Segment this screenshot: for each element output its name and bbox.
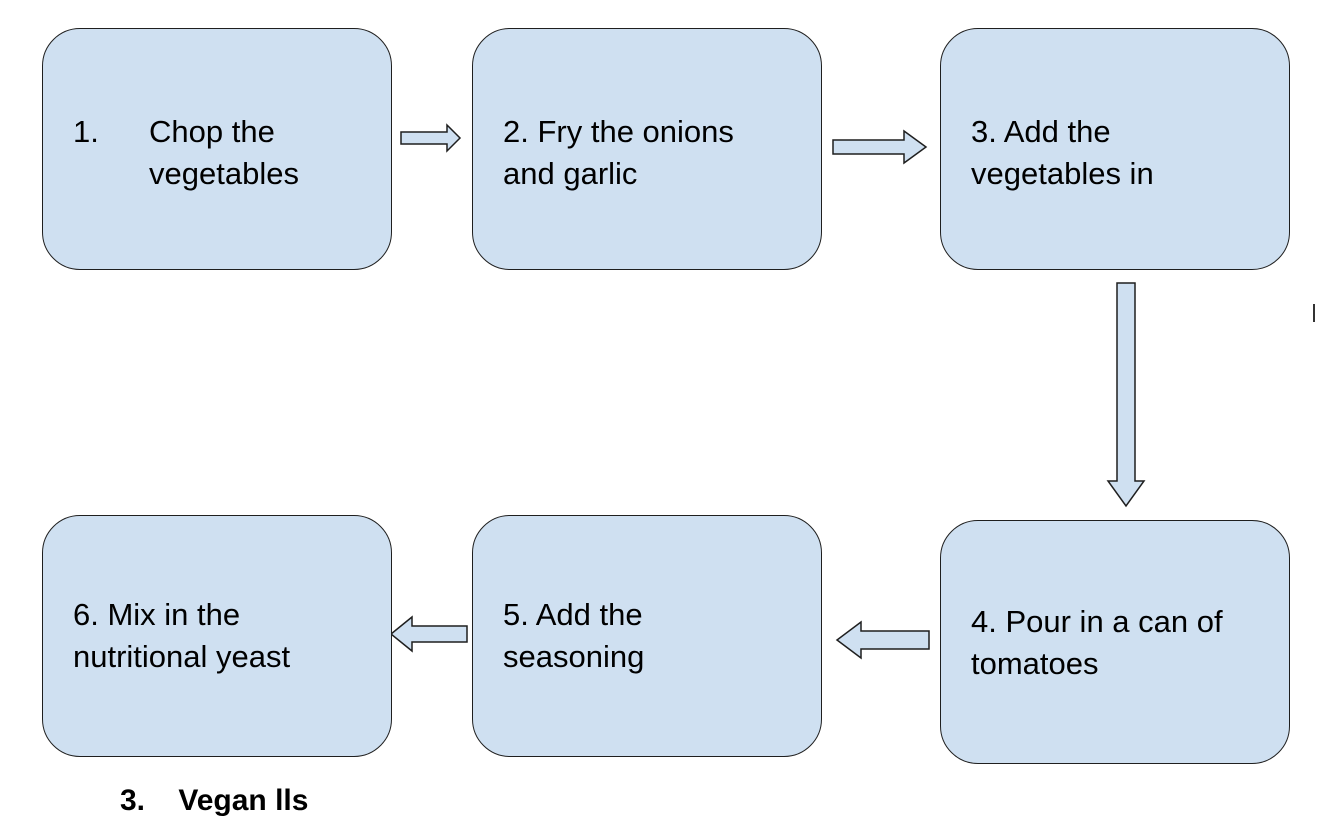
step-6-line-1: 6. Mix in the: [73, 597, 241, 632]
step-box-1: 1. Chop the vegetables: [42, 28, 392, 270]
step-2-text: 2. Fry the onions and garlic: [503, 111, 807, 195]
cut-off-next-item: 3. Vegan lls: [120, 784, 309, 817]
step-1-line-2: vegetables: [149, 156, 299, 191]
step-5-line-1: 5. Add the: [503, 597, 643, 632]
step-box-3: 3. Add the vegetables in: [940, 28, 1290, 270]
step-1-number: 1.: [73, 114, 99, 149]
step-4-line-1: 4. Pour in a can of: [971, 604, 1223, 639]
arrow-step1-to-step2: [400, 123, 462, 153]
step-box-5: 5. Add the seasoning: [472, 515, 822, 757]
step-5-text: 5. Add the seasoning: [503, 594, 807, 678]
arrow-step3-to-step4: [1106, 282, 1146, 508]
step-2-line-2: and garlic: [503, 156, 638, 191]
arrow-step4-to-step5: [835, 620, 930, 660]
arrow-step5-to-step6: [389, 615, 468, 653]
step-3-line-2: vegetables in: [971, 156, 1154, 191]
step-3-text: 3. Add the vegetables in: [971, 111, 1275, 195]
arrow-step2-to-step3: [832, 129, 928, 165]
step-6-text: 6. Mix in the nutritional yeast: [73, 594, 377, 678]
step-box-2: 2. Fry the onions and garlic: [472, 28, 822, 270]
step-4-line-2: tomatoes: [971, 646, 1099, 681]
step-2-line-1: 2. Fry the onions: [503, 114, 734, 149]
step-box-6: 6. Mix in the nutritional yeast: [42, 515, 392, 757]
step-4-text: 4. Pour in a can of tomatoes: [971, 601, 1275, 685]
step-3-line-1: 3. Add the: [971, 114, 1111, 149]
text-cursor-mark: [1313, 304, 1315, 322]
step-5-line-2: seasoning: [503, 639, 645, 674]
step-1-text: 1. Chop the vegetables: [73, 111, 377, 195]
step-1-line-1: Chop the: [149, 114, 275, 149]
step-box-4: 4. Pour in a can of tomatoes: [940, 520, 1290, 764]
flowchart-canvas: 1. Chop the vegetables 2. Fry the onions…: [42, 28, 1315, 817]
connector-layer: [389, 123, 1146, 660]
step-6-line-2: nutritional yeast: [73, 639, 291, 674]
